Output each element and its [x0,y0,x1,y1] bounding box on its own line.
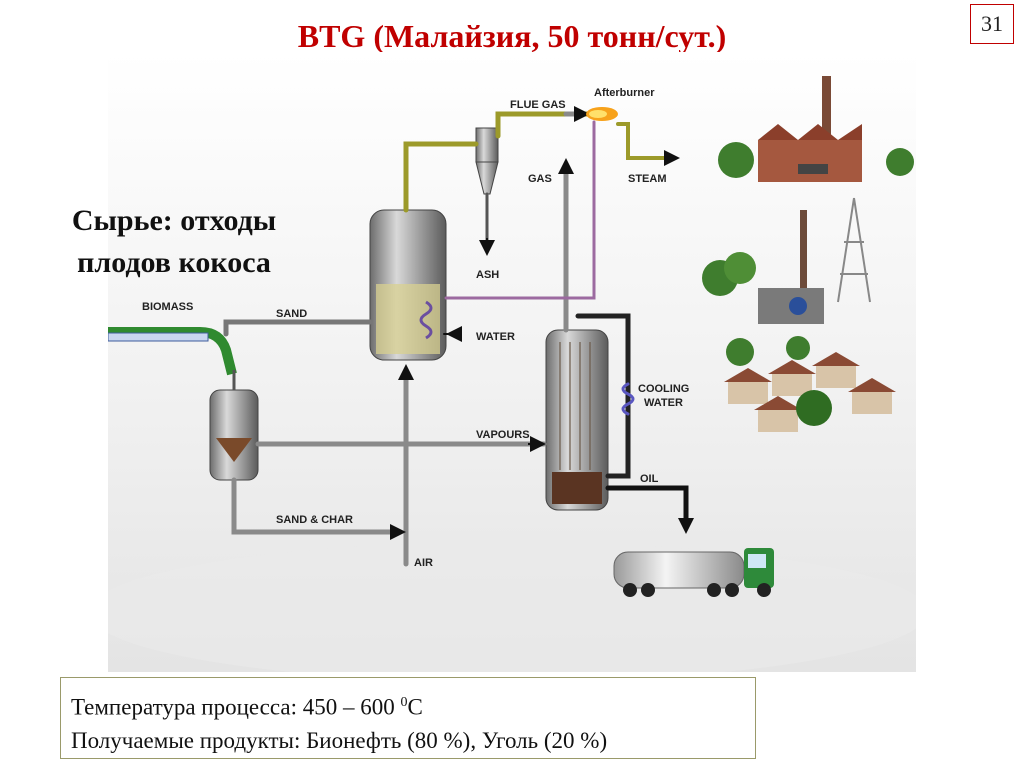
label-water: WATER [476,331,515,343]
temperature-prefix: Температура процесса: 450 – 600 [71,694,401,720]
label-cooling: COOLING [638,383,689,395]
factory-image [718,76,914,182]
afterburner-flame [586,107,618,121]
label-oil: OIL [640,473,659,485]
tanker-truck-image [613,548,774,597]
page-number: 31 [970,4,1014,44]
temperature-unit: С [407,694,423,720]
products-line: Получаемые продукты: Бионефть (80 %), Уг… [71,727,608,753]
condenser-column [545,329,609,511]
label-vapours: VAPOURS [476,429,530,441]
temperature-superscript: 0 [400,695,408,710]
label-cooling-water: WATER [644,397,683,409]
biomass-feed-belt [108,327,237,376]
slide-title: BTG (Малайзия, 50 тонн/сут.) [297,18,727,54]
label-steam: STEAM [628,173,667,185]
process-diagram: BIOMASS SAND WATER FLUE GAS Afterburner … [108,52,916,672]
label-biomass: BIOMASS [142,301,193,313]
process-info-box: Температура процесса: 450 – 600 0С Получ… [60,677,756,759]
temperature-line: Температура процесса: 450 – 600 0С [71,686,745,724]
label-flue-gas: FLUE GAS [510,99,566,111]
label-afterburner: Afterburner [594,87,655,99]
label-sand-char: SAND & CHAR [276,514,353,526]
label-ash: ASH [476,269,499,281]
feedstock-label: Сырье: отходы плодов кокоса [71,204,277,279]
label-air: AIR [414,557,433,569]
power-plant-image [702,197,871,324]
label-gas: GAS [528,173,552,185]
pyrolysis-reactor [209,370,259,481]
houses-image [724,336,896,432]
cyclone [475,127,499,195]
combustor-vessel [369,209,447,361]
flow-arrows [390,106,694,540]
process-pipes [223,111,689,567]
label-sand: SAND [276,308,307,320]
